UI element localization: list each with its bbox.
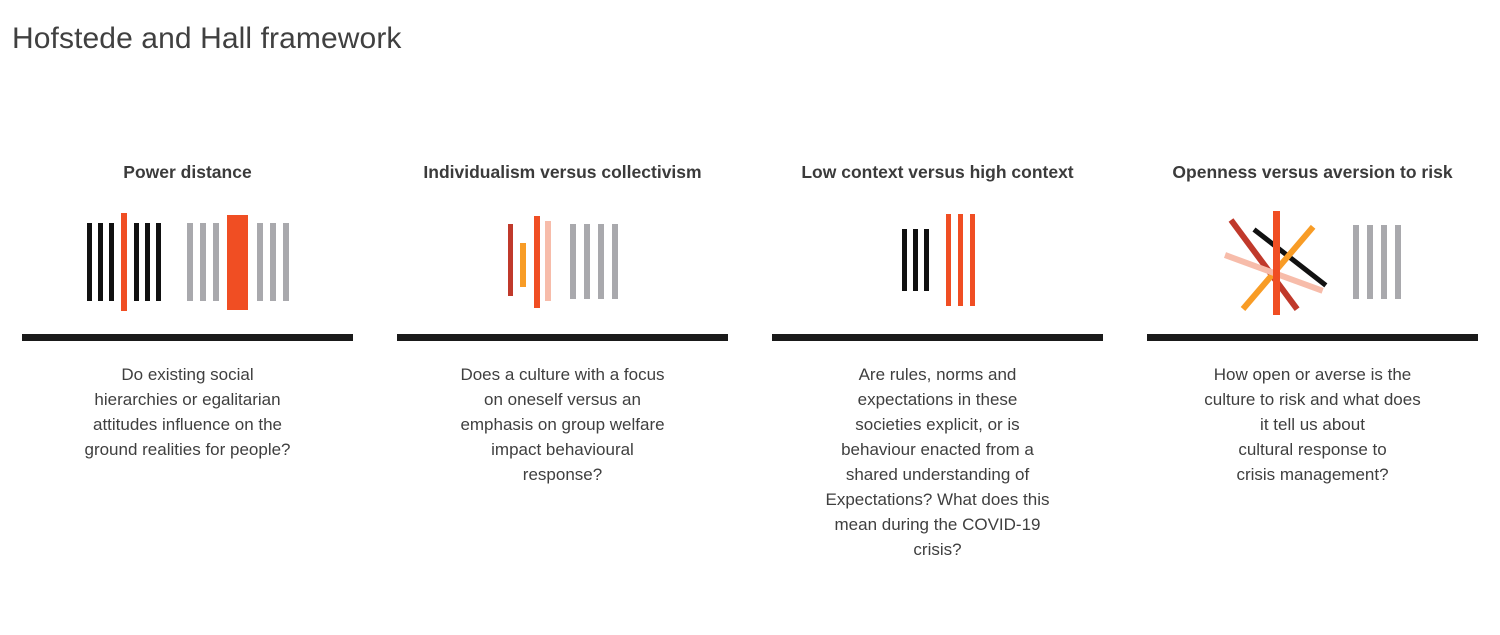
- column-divider: [1147, 333, 1478, 341]
- motif-bar: [901, 228, 907, 291]
- motif-bar: [583, 223, 590, 299]
- motif-bar: [226, 214, 248, 310]
- motif-bar: [108, 222, 114, 301]
- motif-bar: [86, 222, 92, 301]
- motif-bar: [611, 223, 618, 299]
- motif-bar: [519, 242, 526, 287]
- crossed-lines-and-gray-bars-icon: [1163, 199, 1463, 327]
- column-heading: Openness versus aversion to risk: [1172, 162, 1453, 182]
- motif-bar: [569, 223, 576, 299]
- motif-bar: [923, 228, 929, 291]
- motif-bar: [269, 222, 276, 301]
- column-body-text: Are rules, norms and expectations in the…: [825, 364, 1050, 559]
- framework-columns: Power distance Do existing social hierar…: [0, 160, 1500, 563]
- motif-bar: [544, 220, 551, 301]
- motif-bar: [256, 222, 263, 301]
- column-divider: [772, 333, 1103, 341]
- motif-bar: [969, 213, 975, 306]
- motif-bar: [507, 223, 513, 296]
- framework-column-power-distance: Power distance Do existing social hierar…: [0, 160, 375, 563]
- motif-bar: [97, 222, 103, 301]
- column-body-text: Does a culture with a focus on oneself v…: [460, 364, 665, 484]
- column-divider: [22, 333, 353, 341]
- motif-bar: [199, 222, 206, 301]
- page-title: Hofstede and Hall framework: [12, 22, 402, 56]
- column-heading: Low context versus high context: [801, 162, 1074, 182]
- column-heading: Individualism versus collectivism: [423, 162, 702, 182]
- framework-column-individualism-versus-collectivism: Individualism versus collectivism Does a…: [375, 160, 750, 563]
- motif-bar: [155, 222, 161, 301]
- motif-bar: [533, 215, 540, 308]
- framework-column-low-context-versus-high-context: Low context versus high context Are rule…: [750, 160, 1125, 563]
- motif-bar: [1380, 224, 1387, 299]
- motif-bar: [282, 222, 289, 301]
- motif-bar: [212, 222, 219, 301]
- column-heading: Power distance: [123, 162, 252, 182]
- motif-bar: [957, 213, 963, 306]
- bar-group-mixed-warm-gray-icon: [413, 199, 713, 327]
- motif-bar: [912, 228, 918, 291]
- motif-line: [1228, 218, 1299, 311]
- framework-column-openness-versus-aversion-to-risk: Openness versus aversion to risk How ope…: [1125, 160, 1500, 563]
- bar-group-black-orange-gray-icon: [38, 199, 338, 327]
- column-divider: [397, 333, 728, 341]
- motif-bar: [1352, 224, 1359, 299]
- motif-bar: [144, 222, 150, 301]
- motif-bar: [597, 223, 604, 299]
- motif-bar: [1366, 224, 1373, 299]
- motif-bar: [133, 222, 139, 301]
- motif-bar: [1272, 210, 1280, 315]
- column-body-text: How open or averse is the culture to ris…: [1204, 364, 1421, 484]
- motif-bar: [186, 222, 193, 301]
- motif-bar: [120, 212, 127, 311]
- bar-group-black-orange-icon: [788, 199, 1088, 327]
- motif-bar: [1394, 224, 1401, 299]
- motif-bar: [945, 213, 951, 306]
- column-body-text: Do existing social hierarchies or egalit…: [84, 364, 291, 459]
